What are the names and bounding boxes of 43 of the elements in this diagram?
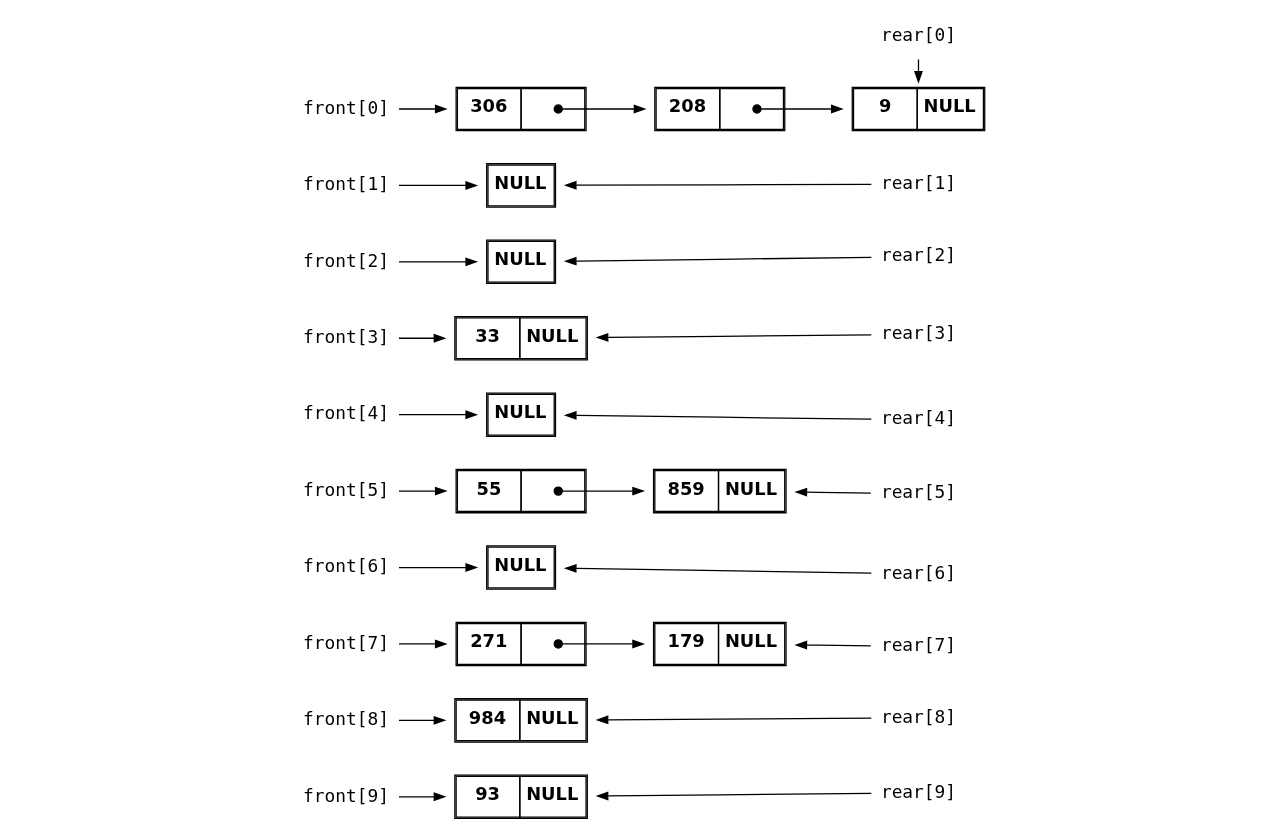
node-text: rear[8] <box>880 705 957 727</box>
node-text: rear[7] <box>880 634 957 656</box>
node-text: front[0] <box>303 96 389 118</box>
arrow <box>794 640 872 650</box>
arrow <box>563 410 872 420</box>
arrow <box>398 792 447 802</box>
arrow <box>398 563 479 572</box>
node-text: rear[4] <box>880 407 957 429</box>
node-text: front[5] <box>303 478 389 500</box>
arrow <box>794 487 872 497</box>
node-text: rear[3] <box>880 322 957 344</box>
node-text: front[7] <box>303 631 389 653</box>
arrow <box>398 410 479 420</box>
arrow <box>398 715 447 725</box>
node-text: front[9] <box>303 784 389 806</box>
arrow <box>595 332 872 342</box>
node-text: rear[0] <box>880 24 957 46</box>
node-text: rear[6] <box>880 561 957 583</box>
node-text: front[6] <box>303 555 389 577</box>
arrow <box>398 257 479 267</box>
arrow <box>553 639 646 649</box>
arrow <box>398 639 448 649</box>
node-text: rear[9] <box>880 780 957 802</box>
arrow <box>398 180 479 190</box>
arrow <box>553 104 647 114</box>
arrow <box>398 486 448 496</box>
arrow <box>595 715 872 725</box>
arrow <box>398 104 448 114</box>
arrow <box>553 486 646 496</box>
node-text: rear[1] <box>880 171 957 193</box>
arrow <box>398 333 447 343</box>
node-text: front[3] <box>303 325 389 347</box>
node-text: rear[5] <box>880 481 957 503</box>
arrow <box>563 563 872 574</box>
node-text: rear[2] <box>880 244 957 266</box>
arrow <box>752 104 844 114</box>
node-text: front[1] <box>303 173 389 195</box>
node-text: front[8] <box>303 708 389 730</box>
arrow <box>595 791 872 801</box>
arrow <box>563 256 872 266</box>
node-text: front[2] <box>303 249 389 271</box>
node-text: front[4] <box>303 402 389 424</box>
arrow <box>563 180 872 190</box>
